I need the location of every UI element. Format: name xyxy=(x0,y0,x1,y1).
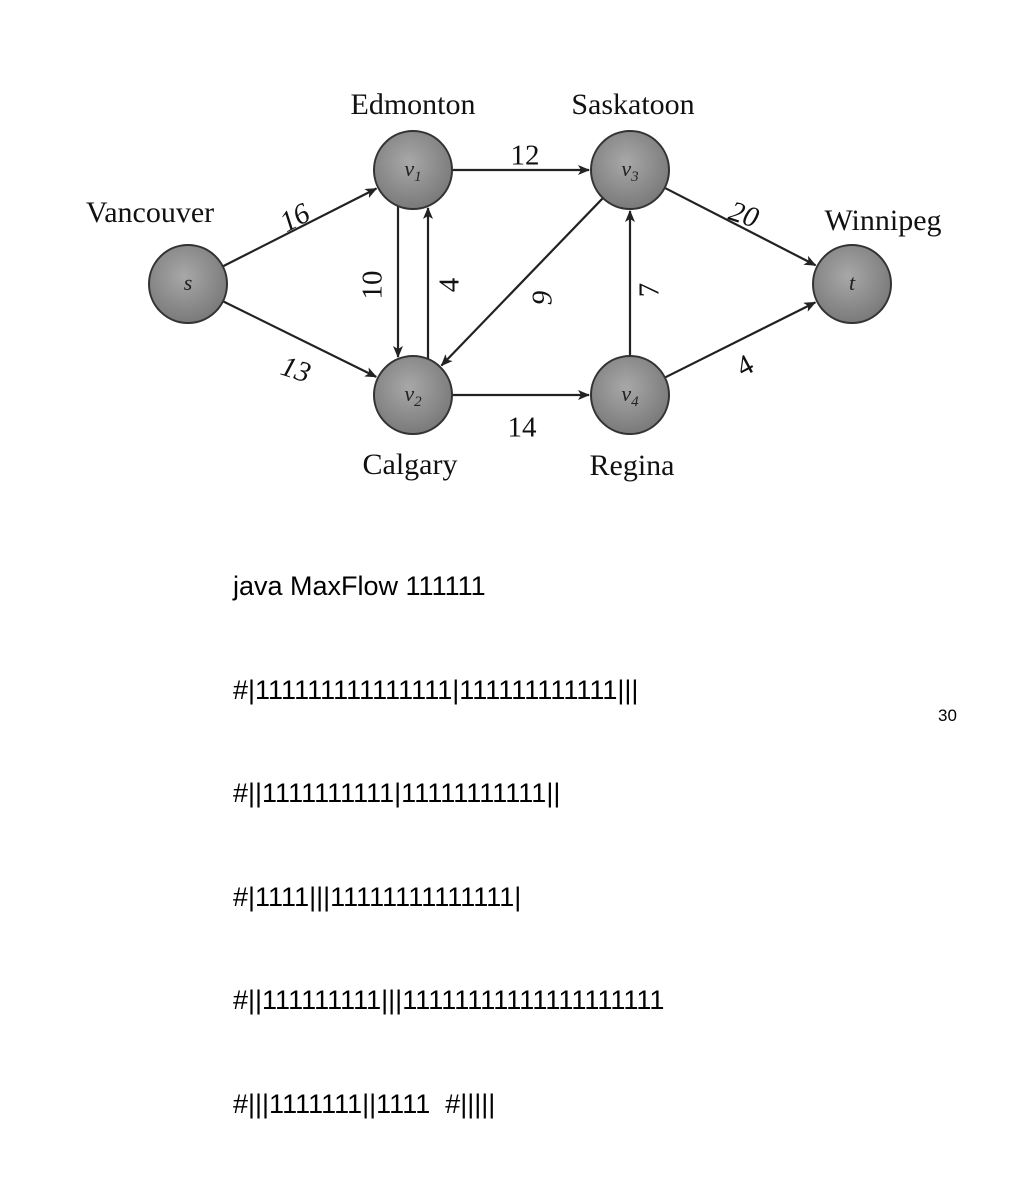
node-variable-label: v4 xyxy=(621,381,639,410)
node-t xyxy=(812,244,892,324)
edge-capacity-label: 12 xyxy=(511,140,540,172)
node-city-label: Calgary xyxy=(363,448,458,481)
code-line: java MaxFlow 111111 xyxy=(233,571,486,601)
code-output: java MaxFlow 111111 #|111111111111111|11… xyxy=(233,500,664,1190)
edge-capacity-label: 14 xyxy=(508,412,538,444)
node-variable-label: v1 xyxy=(404,156,421,185)
edge-capacity-label: 4 xyxy=(731,348,759,383)
node-city-label: Regina xyxy=(590,449,675,482)
edge-capacity-label: 13 xyxy=(277,350,314,389)
edge-capacity-label: 20 xyxy=(725,195,763,235)
edge-s-v1 xyxy=(222,187,378,268)
edge-capacity-label: 4 xyxy=(434,277,466,292)
flow-network-diagram: 16 13 12 10 4 9 14 7 20 4 s Vancouver v1 Edmonton v2C… xyxy=(86,88,942,482)
edges-layer: 16 13 12 10 4 9 14 7 20 4 xyxy=(222,140,817,444)
node-variable-label: s xyxy=(184,270,193,295)
node-variable-label: t xyxy=(849,270,856,295)
edge-capacity-label: 9 xyxy=(527,290,559,305)
edge-v3-t xyxy=(664,186,817,267)
code-line: #|111111111111111|111111111111||| xyxy=(233,674,639,705)
edge-capacity-label: 10 xyxy=(357,271,389,300)
node-variable-label: v2 xyxy=(404,381,422,410)
code-line: #||111111111|||11111111111111111111 xyxy=(233,985,665,1015)
edge-s-v2 xyxy=(222,300,378,378)
node-city-label: Saskatoon xyxy=(571,88,694,121)
edge-v3-v2 xyxy=(440,197,604,367)
node-s xyxy=(148,244,228,324)
edge-capacity-label: 16 xyxy=(275,197,316,239)
page-number: 30 xyxy=(938,706,957,725)
code-line: #|||1111111||1111 #||||| xyxy=(233,1088,496,1119)
code-line: #||1111111111|11111111111|| xyxy=(233,778,561,808)
node-city-label: Winnipeg xyxy=(824,204,941,237)
edge-v4-t xyxy=(664,301,817,379)
edge-capacity-label: 7 xyxy=(634,283,666,298)
node-variable-label: v3 xyxy=(621,156,638,185)
code-line: #|1111|||11111111111111| xyxy=(233,881,522,912)
node-v1 xyxy=(373,130,453,210)
node-v2 xyxy=(373,355,453,435)
node-v4 xyxy=(590,355,670,435)
node-v3 xyxy=(590,130,670,210)
node-city-label: Vancouver xyxy=(86,196,214,229)
node-city-label: Edmonton xyxy=(351,88,476,121)
